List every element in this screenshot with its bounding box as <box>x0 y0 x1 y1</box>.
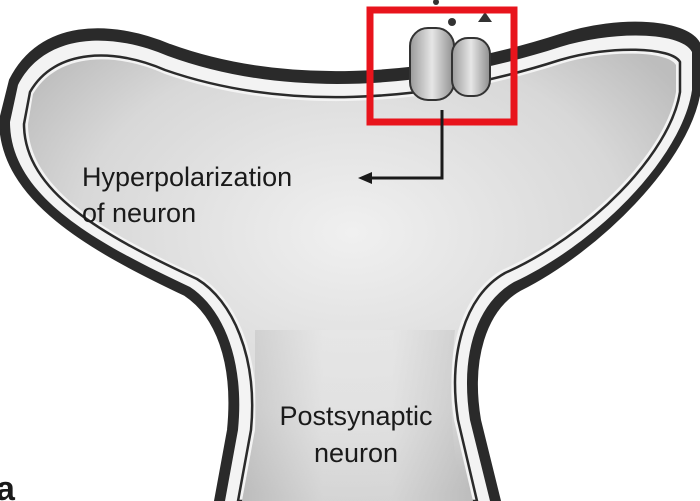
ion-dot <box>433 0 439 5</box>
hyperpolarization-label-line2: of neuron <box>82 198 196 228</box>
postsynaptic-label-line1: Postsynaptic <box>279 401 432 431</box>
ion-channel-icon <box>410 28 490 100</box>
ion-dot <box>448 18 456 26</box>
hyperpolarization-label-line1: Hyperpolarization <box>82 162 292 192</box>
postsynaptic-label-line2: neuron <box>314 438 398 468</box>
panel-letter: a <box>0 470 16 501</box>
